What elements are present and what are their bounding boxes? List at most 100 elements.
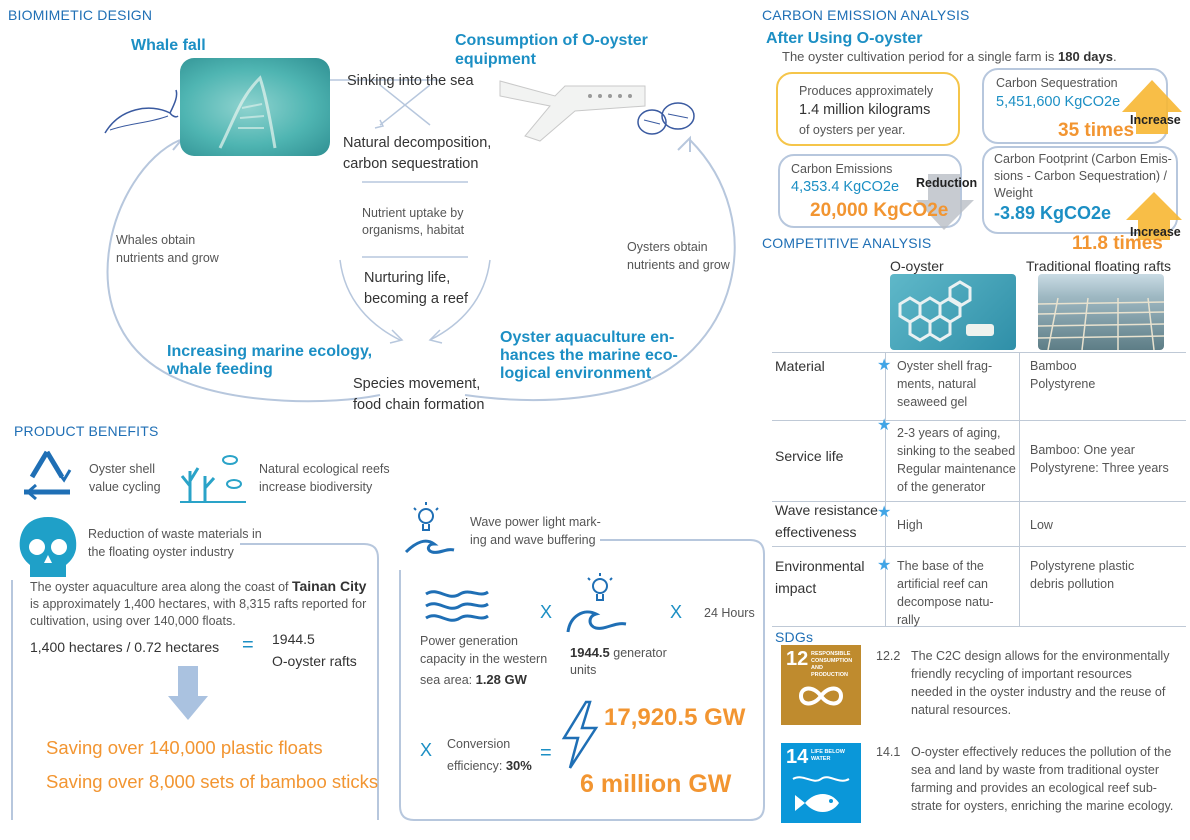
nutrient-label-2: organisms, habitat (362, 223, 465, 237)
consumption-label: Consumption of O-oyster equipment (455, 32, 648, 68)
increase-label-2: Increase (1130, 225, 1181, 239)
sdg-14-number: 14 (786, 746, 809, 768)
benefits-title: PRODUCT BENEFITS (14, 423, 159, 439)
after-using-label: After Using O-oyster (766, 30, 923, 47)
whales-obtain-label-2: nutrients and grow (116, 251, 219, 265)
coral-reef-icon (180, 455, 246, 503)
cultivation-period: The oyster cultivation period for a sing… (782, 48, 1117, 65)
sdg-12-label: RESPONSIBLE CONSUMPTION AND PRODUCTION (811, 651, 853, 678)
calc-equals: = (242, 634, 254, 656)
sdgs-title: SDGs (775, 629, 814, 645)
recycle-icon (24, 450, 72, 501)
reduction-arrow-icon (916, 174, 974, 230)
row-env-head-2: impact (775, 580, 817, 596)
produces-label-2: 1.4 million kilograms (799, 102, 931, 118)
period-text-a: The oyster cultivation period for a sing… (782, 49, 1059, 64)
wave-label-1: Wave power light mark- (470, 515, 601, 529)
sdg-12-text-2: friendly recycling of important resource… (911, 667, 1132, 681)
row-env-a-2: artificial reef can (897, 577, 989, 591)
generator-label-b: generator (609, 646, 667, 660)
generator-count: 1944.5 (570, 645, 610, 660)
table-line-1 (772, 352, 1186, 353)
footprint-label-2: sions - Carbon Sequestration) / (994, 169, 1168, 183)
row-env-a-4: rally (897, 613, 920, 627)
decomposition-label-2: carbon sequestration (343, 156, 479, 172)
increase-arrow-icon-2 (1126, 192, 1182, 240)
times-sign-2: X (670, 602, 683, 622)
infinity-icon (798, 686, 844, 706)
generator-label-2: units (570, 663, 597, 677)
table-vline-1 (885, 352, 886, 626)
times-sign-3: X (420, 740, 433, 760)
table-line-4 (772, 546, 1186, 547)
footprint-label-1: Carbon Footprint (Carbon Emis- (994, 152, 1172, 166)
sdg-14-text-4: strate for oysters, enriching the marine… (911, 799, 1174, 813)
row-wave-head-1: Wave resistance (775, 502, 878, 518)
footprint-times: 11.8 times (1072, 233, 1163, 254)
row-wave-b-1: Low (1030, 518, 1053, 532)
species-label-2: food chain formation (353, 397, 485, 413)
waves-icon (425, 590, 489, 622)
conversion-equals: = (540, 742, 552, 764)
increase-label-1: Increase (1130, 113, 1181, 127)
star-icon-1: ★ (877, 357, 892, 374)
sdg-14-target: 14.1 (876, 745, 901, 759)
emissions-reduced: 20,000 KgCO2e (810, 200, 949, 221)
row-env-head-1: Environmental (775, 558, 865, 574)
saving-floats: Saving over 140,000 plastic floats (46, 737, 323, 758)
emissions-value: 4,353.4 KgCO2e (791, 179, 900, 195)
hours-label: 24 Hours (704, 606, 755, 620)
row-service-a-1: 2-3 years of aging, (897, 426, 1001, 440)
enhances-label-1: Oyster aquaculture en- (500, 329, 675, 346)
sdg-14-text-2: sea and land by waste from traditional o… (911, 763, 1160, 777)
result-gw: 17,920.5 GW (604, 704, 746, 731)
table-line-3 (772, 501, 1186, 502)
conversion-label-2: efficiency: 30% (447, 757, 532, 775)
benefits-box-border (11, 543, 379, 820)
star-icon-2: ★ (877, 417, 892, 434)
sdg-12-target: 12.2 (876, 649, 901, 663)
o-oyster-photo (890, 274, 1016, 350)
enhances-label-2: hances the marine eco- (500, 347, 678, 364)
row-material-b-1: Bamboo (1030, 359, 1077, 373)
increase-arrow-icon-1 (1122, 80, 1182, 134)
col-traditional: Traditional floating rafts (1026, 258, 1171, 274)
reefs-label-1: Natural ecological reefs (259, 462, 390, 476)
row-service-b-1: Bamboo: One year (1030, 443, 1135, 457)
sdg-14-badge: 14 LIFE BELOW WATER (781, 743, 861, 823)
footprint-label-3: Weight (994, 186, 1033, 200)
power-label-3: sea area: 1.28 GW (420, 671, 527, 689)
row-wave-head-2: effectiveness (775, 524, 857, 540)
row-material-a-2: ments, natural (897, 377, 977, 391)
sdg-12-text-1: The C2C design allows for the environmen… (911, 649, 1170, 663)
reduction-label: Reduction (916, 176, 978, 190)
sdg-14-text-3: farming and provides an ecological reef … (911, 781, 1157, 795)
col-o-oyster: O-oyster (890, 258, 944, 274)
o-oyster-device-image (499, 80, 646, 142)
row-service-a-4: of the generator (897, 480, 986, 494)
row-service-a-2: sinking to the seabed (897, 444, 1016, 458)
sdg-14-label: LIFE BELOW WATER (811, 749, 845, 762)
carbon-title: CARBON EMISSION ANALYSIS (762, 7, 970, 23)
footprint-box: Carbon Footprint (Carbon Emis- sions - C… (982, 146, 1178, 234)
table-line-5 (772, 626, 1186, 627)
tainan-text-2: is approximately 1,400 hectares, with 8,… (30, 597, 367, 611)
row-env-b-2: debris pollution (1030, 577, 1115, 591)
decomposition-label-1: Natural decomposition, (343, 135, 492, 151)
whale-fall-image (180, 58, 330, 156)
nutrient-label-1: Nutrient uptake by (362, 206, 464, 220)
nurturing-label-2: becoming a reef (364, 291, 468, 307)
row-material-head: Material (775, 358, 825, 374)
tainan-text-3: cultivation, using over 140,000 floats. (30, 614, 236, 628)
oysters-obtain-label-2: nutrients and grow (627, 258, 730, 272)
row-env-a-1: The base of the (897, 559, 984, 573)
period-text-c: . (1112, 49, 1117, 64)
row-material-a-1: Oyster shell frag- (897, 359, 993, 373)
oysters-obtain-label-1: Oysters obtain (627, 240, 708, 254)
star-icon-3: ★ (877, 504, 892, 521)
increasing-label-2: whale feeding (167, 361, 273, 378)
table-line-2 (772, 420, 1186, 421)
result-million-gw: 6 million GW (580, 770, 732, 798)
whale-sketch-icon (104, 89, 179, 134)
waste-label-1: Reduction of waste materials in (88, 527, 262, 541)
